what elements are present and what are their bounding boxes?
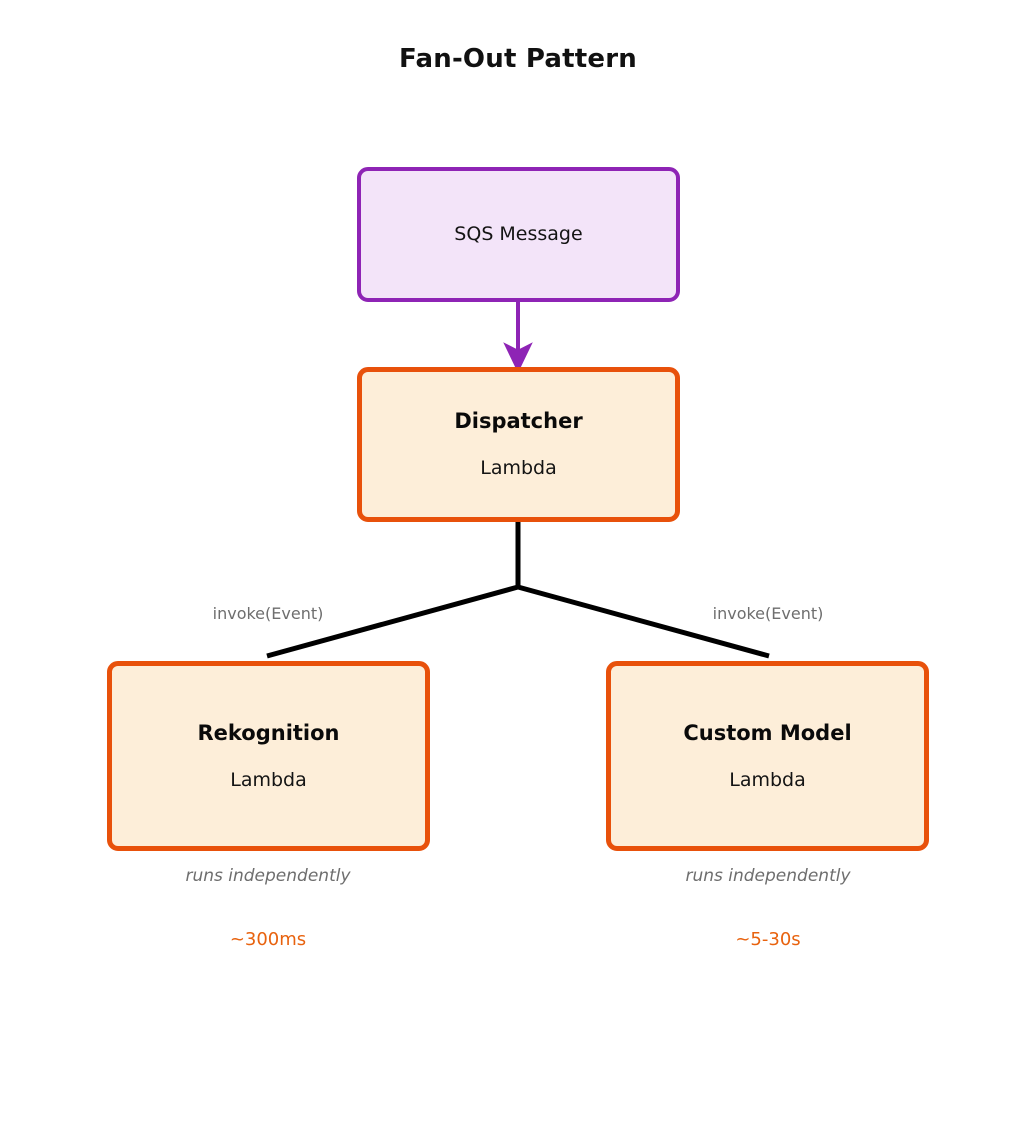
- node-custom-model-subtitle: Lambda: [729, 768, 806, 791]
- edge-label-invoke-left: invoke(Event): [212, 604, 324, 623]
- node-rekognition-title: Rekognition: [197, 720, 340, 745]
- node-rekognition-subtitle: Lambda: [230, 768, 307, 791]
- timing-rekognition: ~300ms: [229, 929, 307, 950]
- note-rekognition: runs independently: [185, 866, 351, 886]
- node-dispatcher-subtitle: Lambda: [480, 457, 557, 480]
- node-custom-model-title: Custom Model: [683, 720, 852, 745]
- node-dispatcher-title: Dispatcher: [454, 409, 583, 433]
- node-rekognition[interactable]: Rekognition Lambda: [107, 661, 430, 851]
- node-dispatcher[interactable]: Dispatcher Lambda: [357, 367, 680, 522]
- node-sqs-message-label: SQS Message: [454, 223, 583, 246]
- node-sqs-message[interactable]: SQS Message: [357, 167, 680, 302]
- edge-label-invoke-right: invoke(Event): [712, 604, 824, 623]
- node-custom-model[interactable]: Custom Model Lambda: [606, 661, 929, 851]
- page-title: Fan-Out Pattern: [399, 44, 637, 74]
- note-custom-model: runs independently: [685, 866, 851, 886]
- timing-custom-model: ~5-30s: [735, 929, 801, 950]
